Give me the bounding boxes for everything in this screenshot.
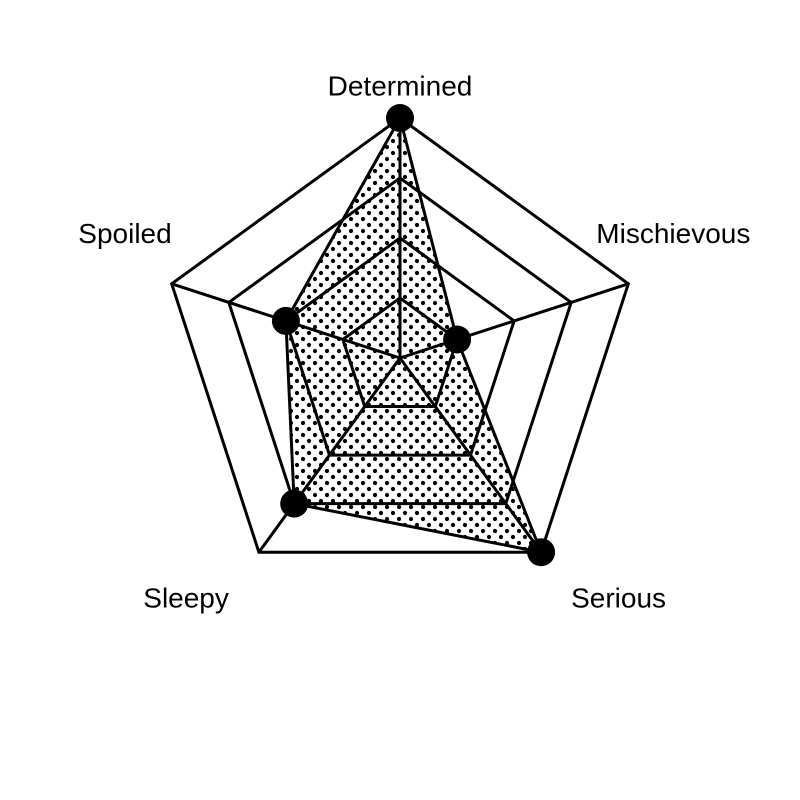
axis-label-sleepy: Sleepy xyxy=(143,583,229,614)
axis-label-spoiled: Spoiled xyxy=(78,218,171,249)
axis-label-mischievous: Mischievous xyxy=(596,218,750,249)
radar-series xyxy=(271,104,556,567)
point-determined xyxy=(386,104,414,132)
axis-label-determined: Determined xyxy=(328,70,473,101)
point-serious xyxy=(527,538,556,567)
point-spoiled xyxy=(271,306,300,335)
point-sleepy xyxy=(280,489,309,518)
series-area-0 xyxy=(284,114,544,555)
grid-ring-4 xyxy=(169,116,631,554)
point-mischievous xyxy=(443,325,472,354)
axis-label-serious: Serious xyxy=(571,583,666,614)
